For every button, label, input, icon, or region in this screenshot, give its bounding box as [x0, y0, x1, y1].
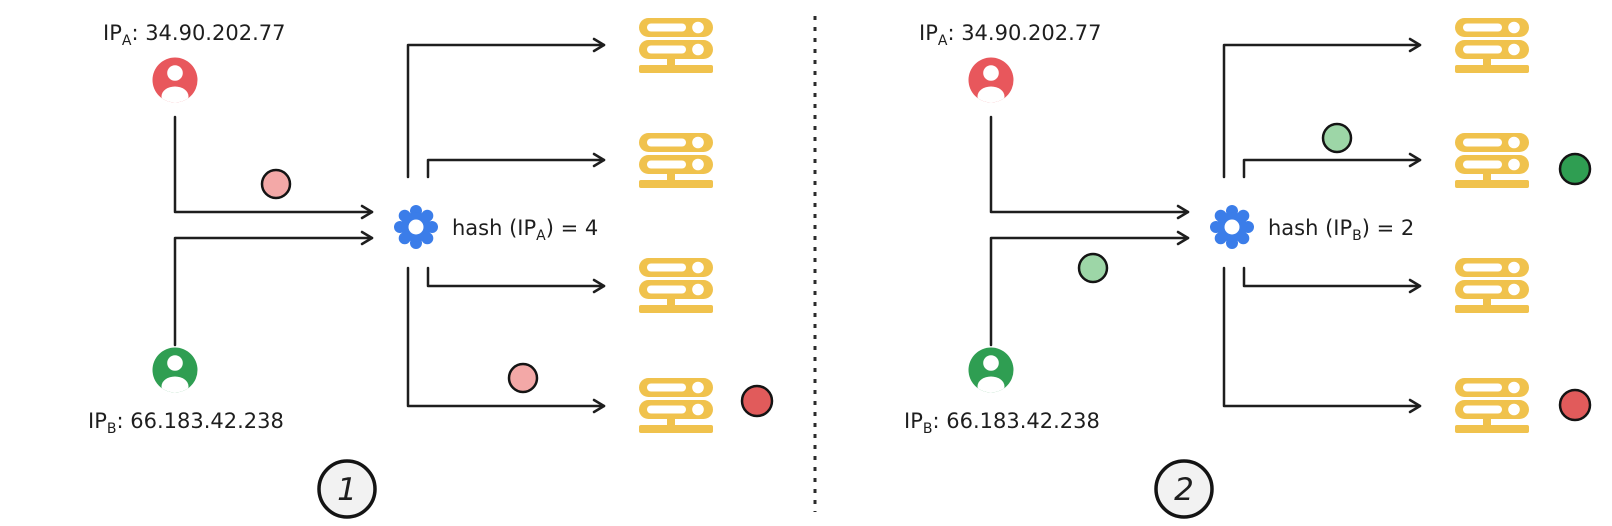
arrow-client-a-to-hash [989, 115, 1190, 220]
request-a-inbound-dot [260, 168, 292, 200]
arrow-hash-to-server-1 [1222, 37, 1422, 179]
arrow-client-a-to-hash [173, 115, 374, 220]
arrow-hash-to-server-3 [426, 266, 606, 294]
server-3-icon [639, 258, 713, 313]
hash-result-label: hash (IPA) = 4 [452, 216, 598, 244]
step-number: 2 [1174, 472, 1194, 508]
client-b-ip-label: IPB: 66.183.42.238 [88, 409, 284, 437]
arrow-client-b-to-hash [173, 230, 374, 347]
step-badge-circle [1154, 459, 1214, 519]
server-4-icon [639, 378, 713, 433]
server-1-icon [639, 18, 713, 73]
server-4-assignment-a-dot [1558, 388, 1592, 422]
server-2-assignment-b-dot [1558, 152, 1592, 186]
panel-1: IPA: 34.90.202.77 IPB: 66.183.42.238 has… [88, 18, 774, 519]
server-2-icon [1455, 133, 1529, 188]
server-1-icon [1455, 18, 1529, 73]
client-a-icon [969, 58, 1014, 107]
client-b-ip-label: IPB: 66.183.42.238 [904, 409, 1100, 437]
arrow-hash-to-server-4 [1222, 266, 1422, 414]
request-a-outbound-dot [507, 362, 539, 394]
arrow-client-b-to-hash [989, 230, 1190, 347]
server-3-icon [1455, 258, 1529, 313]
arrow-hash-to-server-1 [406, 37, 606, 179]
client-a-ip-label: IPA: 34.90.202.77 [103, 21, 285, 49]
arrow-hash-to-server-3 [1242, 266, 1422, 294]
arrow-hash-to-server-2 [426, 152, 606, 179]
client-a-icon [153, 58, 198, 107]
client-a-ip-label: IPA: 34.90.202.77 [919, 21, 1101, 49]
client-b-icon [969, 348, 1014, 397]
hash-gear-icon [394, 205, 438, 249]
arrow-hash-to-server-2 [1242, 152, 1422, 179]
hash-gear-icon [1210, 205, 1254, 249]
step-badge-2: 2 [1154, 459, 1214, 519]
server-4-icon [1455, 378, 1529, 433]
request-b-outbound-dot [1321, 122, 1353, 154]
panel-2: IPA: 34.90.202.77 IPB: 66.183.42.238 has… [904, 18, 1592, 519]
server-2-icon [639, 133, 713, 188]
step-number: 1 [337, 472, 357, 508]
request-b-inbound-dot [1077, 252, 1109, 284]
server-4-assignment-a-dot [740, 384, 774, 418]
arrow-hash-to-server-4 [406, 266, 606, 414]
step-badge-circle [317, 459, 377, 519]
hash-result-label: hash (IPB) = 2 [1268, 216, 1414, 244]
client-b-icon [153, 348, 198, 397]
step-badge-1: 1 [317, 459, 377, 519]
